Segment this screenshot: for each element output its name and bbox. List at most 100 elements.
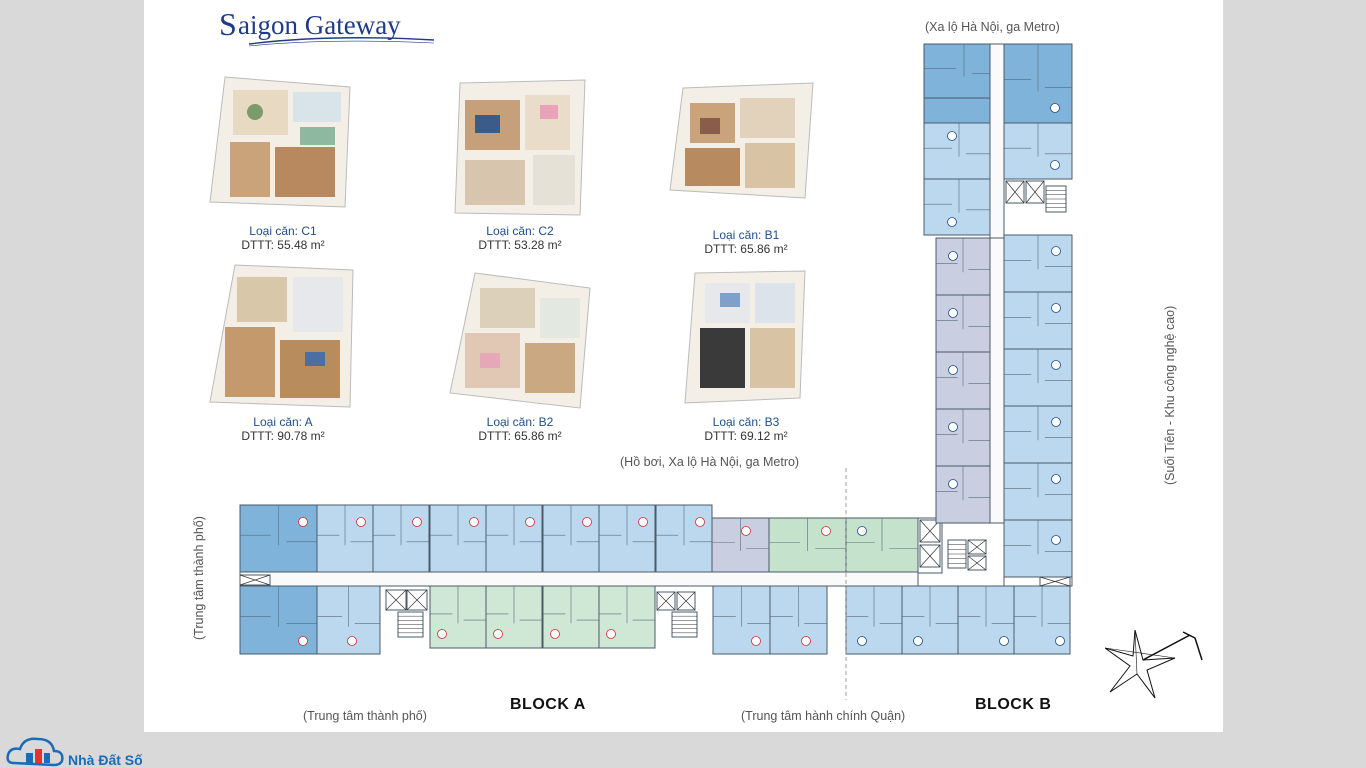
compass-rose-icon [1105, 630, 1203, 699]
interior-wall [373, 505, 429, 546]
direction-bottom-center: (Trung tâm hành chính Quận) [741, 709, 906, 723]
elevator-cross [1005, 180, 1025, 204]
elevator-cross [656, 591, 676, 611]
unit-number-marker [751, 636, 761, 646]
interior-wall [543, 505, 599, 546]
unit-type: Loại căn: B1 [712, 228, 780, 242]
interior-wall [769, 518, 846, 551]
corridor [989, 237, 1005, 524]
unit-number-marker [741, 526, 751, 536]
direction-bottom-left: (Trung tâm thành phố) [303, 709, 427, 723]
unit-c1-render [209, 76, 351, 208]
unit-number-marker [1051, 417, 1061, 427]
unit-number-marker [298, 517, 308, 527]
corridor-end [1003, 576, 1073, 587]
unit-b1-caption: Loại căn: B1 DTTT: 65.86 m² [666, 228, 826, 256]
unit-number-marker [469, 517, 479, 527]
interior-wall [430, 505, 486, 546]
direction-pool: (Hồ bơi, Xa lộ Hà Nội, ga Metro) [620, 455, 800, 469]
corridor [989, 43, 1005, 245]
unit-number-marker [550, 629, 560, 639]
interior-wall [1004, 349, 1072, 384]
unit-c2-render [454, 79, 586, 216]
logo-text: aigon Gateway [238, 10, 401, 40]
interior-wall [924, 123, 994, 157]
interior-wall [317, 505, 373, 546]
unit-area: DTTT: 69.12 m² [704, 429, 788, 443]
interior-wall [936, 352, 990, 387]
interior-wall [656, 505, 712, 546]
unit-area: DTTT: 65.86 m² [704, 242, 788, 256]
unit-number-marker [857, 636, 867, 646]
elevator-cross [919, 544, 941, 568]
direction-top: (Xa lộ Hà Nội, ga Metro) [925, 20, 1060, 34]
unit-a-caption: Loại căn: A DTTT: 90.78 m² [203, 415, 363, 443]
unit-area: DTTT: 53.28 m² [478, 238, 562, 252]
unit-number-marker [1051, 303, 1061, 313]
unit-a-render [209, 264, 354, 408]
elevator-cross [1025, 180, 1045, 204]
interior-wall [902, 586, 958, 627]
interior-wall [240, 586, 317, 627]
unit-number-marker [821, 526, 831, 536]
interior-wall [599, 505, 655, 546]
interior-wall [1004, 235, 1072, 270]
direction-right: (Suối Tiên - Khu công nghệ cao) [1163, 305, 1177, 485]
interior-wall [846, 518, 918, 551]
interior-wall [713, 586, 770, 627]
unit-b1-render [669, 82, 814, 199]
block-b-label: BLOCK B [975, 696, 1052, 713]
unit-number-marker [412, 517, 422, 527]
interior-wall [770, 586, 827, 627]
unit-number-marker [1051, 246, 1061, 256]
interior-wall [1004, 292, 1072, 327]
unit-number-marker [857, 526, 867, 536]
unit-number-marker [1051, 360, 1061, 370]
elevator-cross [385, 589, 407, 611]
interior-wall [1004, 123, 1072, 157]
unit-number-marker [948, 365, 958, 375]
unit-b2-render [449, 272, 591, 409]
unit-type: Loại căn: A [253, 415, 313, 429]
unit-number-marker [638, 517, 648, 527]
unit-number-marker [947, 131, 957, 141]
unit-b3-render [684, 270, 806, 404]
interior-wall [486, 586, 542, 624]
interior-wall [486, 505, 542, 546]
interior-wall [846, 586, 902, 627]
logo-mark: S [219, 6, 237, 42]
unit-c1-caption: Loại căn: C1 DTTT: 55.48 m² [203, 224, 363, 252]
unit-area: DTTT: 55.48 m² [241, 238, 325, 252]
unit-b2-caption: Loại căn: B2 DTTT: 65.86 m² [440, 415, 600, 443]
block-a-label: BLOCK A [510, 696, 586, 713]
unit-number-marker [913, 636, 923, 646]
unit-type: Loại căn: C1 [249, 224, 317, 238]
interior-wall [543, 586, 599, 624]
direction-left: (Trung tâm thành phố) [192, 516, 206, 640]
interior-wall [712, 518, 769, 551]
unit-c2-caption: Loại căn: C2 DTTT: 53.28 m² [440, 224, 600, 252]
interior-wall [936, 466, 990, 501]
unit-number-marker [1050, 160, 1060, 170]
unit-number-marker [582, 517, 592, 527]
interior-wall [936, 238, 990, 273]
interior-wall [936, 295, 990, 330]
elevator-cross [1039, 576, 1071, 587]
unit-number-marker [1051, 474, 1061, 484]
unit-number-marker [948, 308, 958, 318]
interior-wall [240, 505, 317, 546]
unit-number-marker [298, 636, 308, 646]
interior-wall [936, 409, 990, 444]
interior-wall [1004, 463, 1072, 498]
unit-number-marker [948, 251, 958, 261]
unit-number-marker [347, 636, 357, 646]
elevator-cross [967, 555, 987, 571]
unit-area: DTTT: 90.78 m² [241, 429, 325, 443]
interior-wall [1004, 44, 1072, 92]
unit-number-marker [606, 629, 616, 639]
unit-number-marker [948, 479, 958, 489]
interior-wall [1004, 406, 1072, 441]
unit-number-marker [1051, 535, 1061, 545]
unit-number-marker [948, 422, 958, 432]
unit-number-marker [356, 517, 366, 527]
